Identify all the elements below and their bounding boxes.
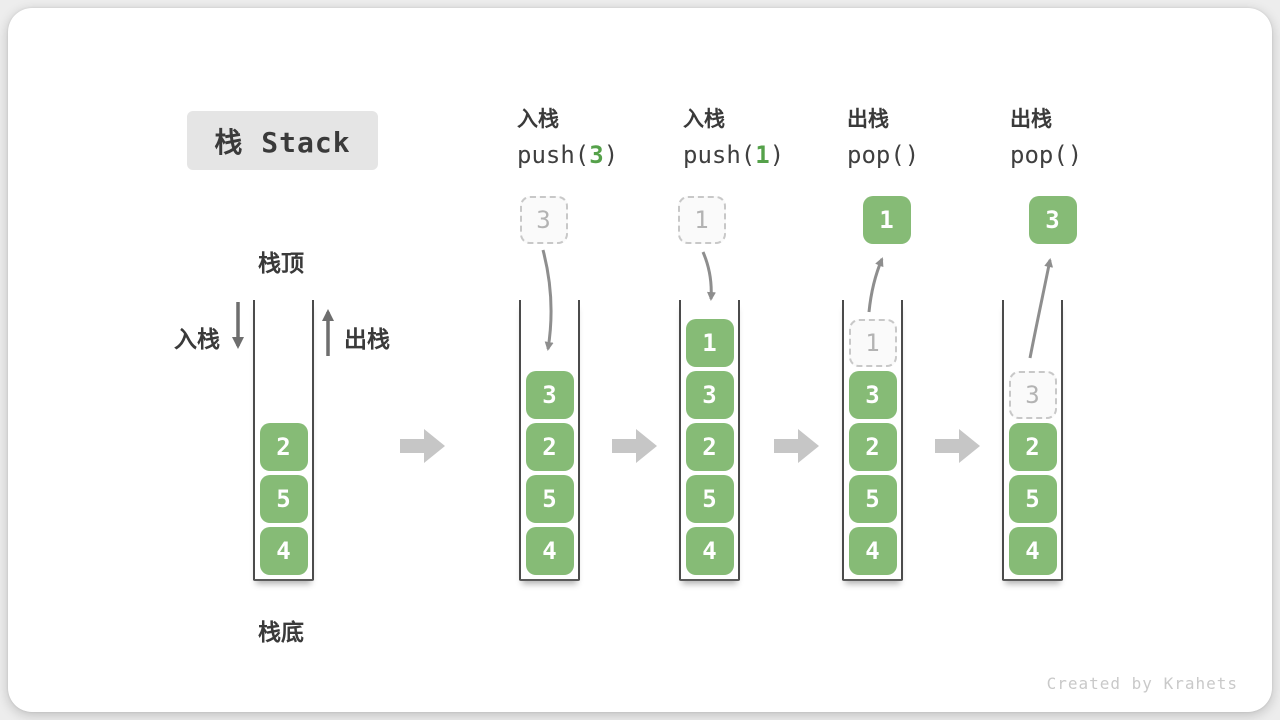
stack-cell: 2 bbox=[685, 423, 734, 471]
operation-header: 入栈 push(3) bbox=[517, 106, 618, 169]
stack-cell: 5 bbox=[685, 475, 734, 523]
floating-push-value: 1 bbox=[677, 196, 726, 244]
stack-cell-ghost: 1 bbox=[848, 319, 897, 367]
floating-push-value: 3 bbox=[519, 196, 568, 244]
stack-cell: 5 bbox=[848, 475, 897, 523]
code-text: push( bbox=[683, 141, 756, 169]
stack-cell: 4 bbox=[685, 527, 734, 575]
operation-code-label: push(1) bbox=[683, 141, 784, 169]
next-step-block-arrow-icon bbox=[400, 428, 446, 468]
code-text: ) bbox=[603, 141, 619, 169]
stack-cell: 5 bbox=[1008, 475, 1057, 523]
next-step-block-arrow-icon bbox=[774, 428, 820, 468]
operation-name-label: 入栈 bbox=[683, 107, 725, 131]
stack-cell: 2 bbox=[259, 423, 308, 471]
code-argument: 3 bbox=[589, 141, 604, 169]
code-text: pop() bbox=[847, 141, 920, 169]
code-text: push( bbox=[517, 141, 590, 169]
code-argument: 1 bbox=[755, 141, 770, 169]
stack-cell: 3 bbox=[525, 371, 574, 419]
stack-cell: 1 bbox=[685, 319, 734, 367]
operation-header: 入栈 push(1) bbox=[683, 106, 784, 169]
operation-code-label: pop() bbox=[1010, 141, 1082, 169]
code-text: ) bbox=[769, 141, 785, 169]
stack-cell: 5 bbox=[259, 475, 308, 523]
diagram-title-box: 栈 Stack bbox=[187, 111, 378, 170]
operation-code-label: pop() bbox=[847, 141, 919, 169]
next-step-block-arrow-icon bbox=[935, 428, 981, 468]
operation-name-label: 出栈 bbox=[1010, 107, 1052, 131]
stack-cell: 2 bbox=[1008, 423, 1057, 471]
stack-cell: 4 bbox=[525, 527, 574, 575]
stack-cell: 4 bbox=[848, 527, 897, 575]
stack-cell: 4 bbox=[259, 527, 308, 575]
popped-value: 1 bbox=[862, 196, 911, 244]
stack-top-label: 栈顶 bbox=[258, 251, 304, 277]
stack-cell: 2 bbox=[525, 423, 574, 471]
stack-cell: 3 bbox=[848, 371, 897, 419]
stack-cell-ghost: 3 bbox=[1008, 371, 1057, 419]
stack-cell: 4 bbox=[1008, 527, 1057, 575]
pop-side-label: 出栈 bbox=[344, 327, 390, 353]
operation-name-label: 入栈 bbox=[517, 107, 559, 131]
operation-header: 出栈 pop() bbox=[1010, 106, 1082, 169]
next-step-block-arrow-icon bbox=[612, 428, 658, 468]
watermark: Created by Krahets bbox=[1046, 674, 1238, 693]
operation-header: 出栈 pop() bbox=[847, 106, 919, 169]
stack-cell: 5 bbox=[525, 475, 574, 523]
popped-value: 3 bbox=[1028, 196, 1077, 244]
operation-name-label: 出栈 bbox=[847, 107, 889, 131]
operation-code-label: push(3) bbox=[517, 141, 618, 169]
push-side-label: 入栈 bbox=[174, 327, 220, 353]
code-text: pop() bbox=[1010, 141, 1083, 169]
stack-cell: 3 bbox=[685, 371, 734, 419]
diagram-title: 栈 Stack bbox=[214, 125, 351, 159]
stack-cell: 2 bbox=[848, 423, 897, 471]
stack-bottom-label: 栈底 bbox=[258, 620, 304, 646]
